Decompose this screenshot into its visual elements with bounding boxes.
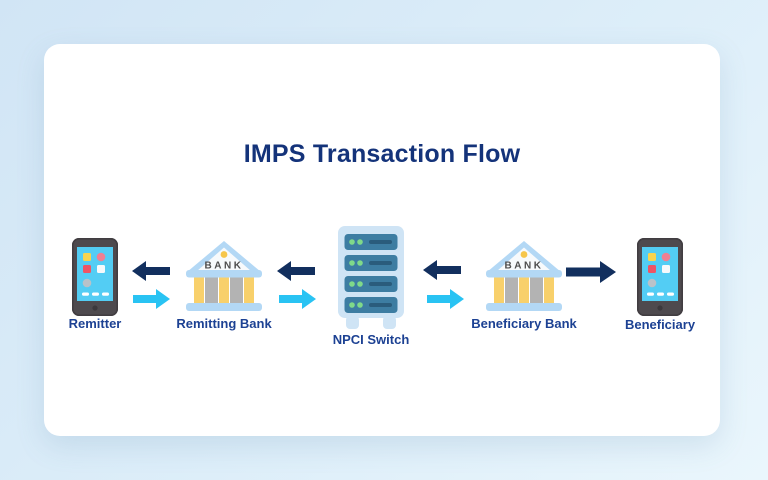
arrow-right-cyan-icon [279, 289, 316, 309]
node-label-remitting-bank: Remitting Bank [176, 316, 272, 331]
arrow-left-dark-icon [277, 261, 315, 281]
node-label-npci-switch: NPCI Switch [332, 332, 410, 347]
node-label-remitter: Remitter [68, 316, 122, 331]
arrow-right-dark-icon [566, 261, 616, 283]
node-label-beneficiary: Beneficiary [624, 317, 696, 332]
node-label-beneficiary-bank: Beneficiary Bank [471, 316, 577, 331]
flow-diagram: Remitter BANK Remitting Bank [44, 44, 720, 436]
diagram-card: IMPS Transaction Flow Remitter [44, 44, 720, 436]
arrow-left-dark-icon [423, 260, 461, 280]
svg-text:BANK: BANK [505, 261, 544, 272]
arrow-right-cyan-icon [133, 289, 170, 309]
bank-icon: BANK [186, 241, 262, 311]
svg-text:BANK: BANK [205, 261, 244, 272]
page-title: IMPS Transaction Flow [243, 140, 521, 168]
arrow-right-cyan-icon [427, 289, 464, 309]
arrow-left-dark-icon [132, 261, 170, 281]
smartphone-icon [637, 238, 683, 316]
smartphone-icon [72, 238, 118, 316]
server-icon [338, 226, 404, 329]
bank-icon: BANK [486, 241, 562, 311]
